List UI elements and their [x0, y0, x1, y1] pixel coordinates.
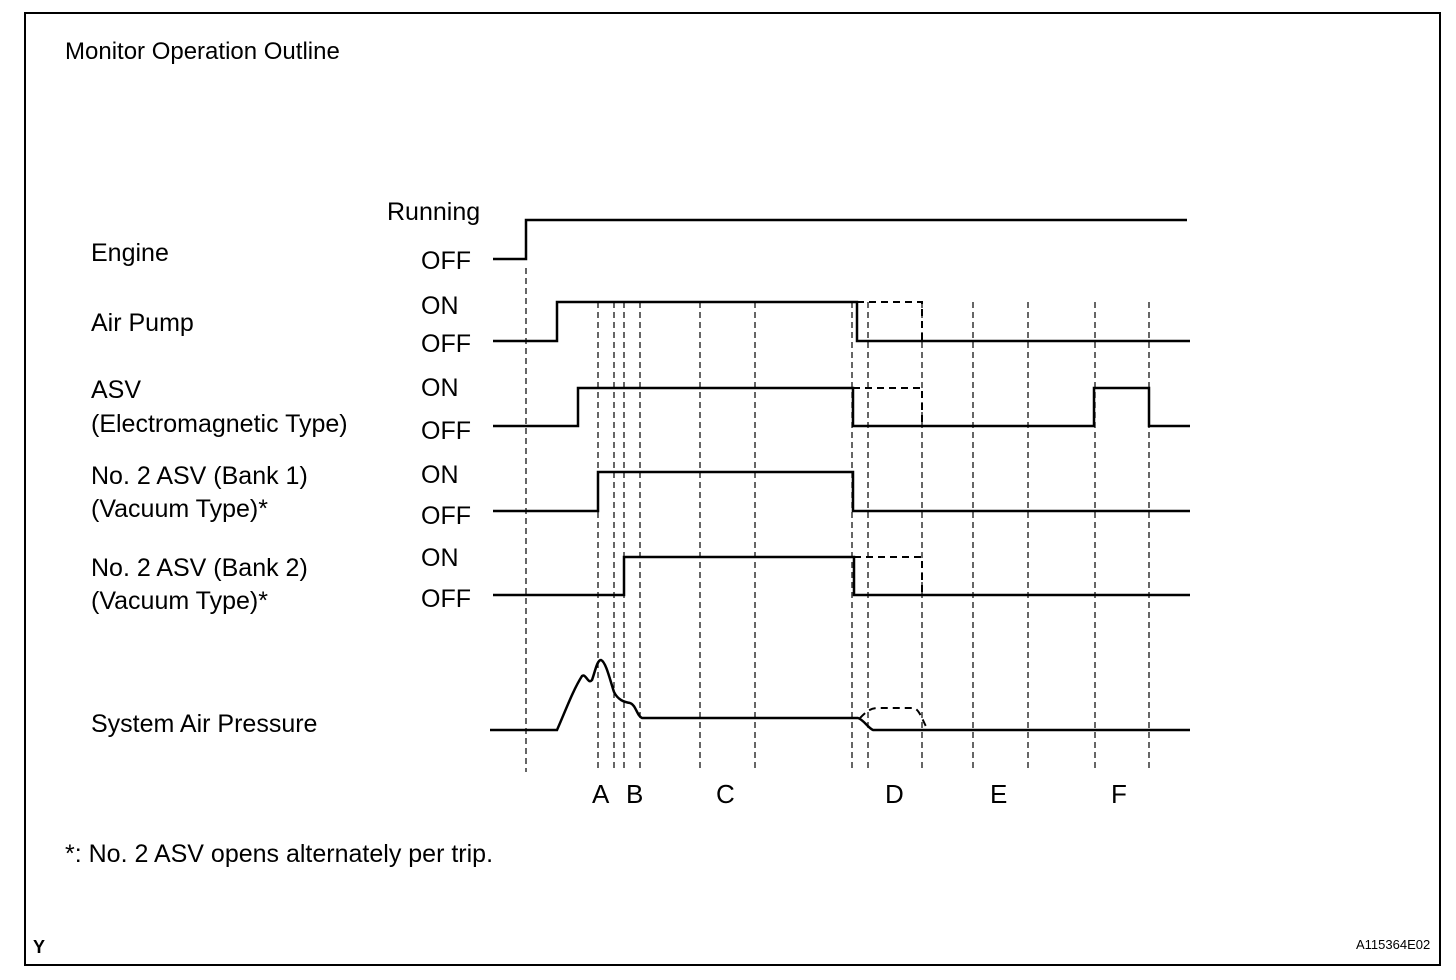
asv-bank1-low-state: OFF [421, 502, 471, 530]
asv-bank1-waveform [493, 470, 1190, 513]
system-air-pressure-waveform [490, 658, 1190, 732]
asv-high-state: ON [421, 374, 459, 402]
phase-marker-b: B [626, 779, 644, 809]
air-pump-low-state: OFF [421, 330, 471, 358]
air-pump-high-state: ON [421, 292, 459, 320]
figure-code: A115364E02 [1356, 937, 1431, 952]
asv-label-line1: ASV [91, 376, 142, 404]
diagram-title: Monitor Operation Outline [65, 38, 340, 65]
asv-bank1-label-line1: No. 2 ASV (Bank 1) [91, 462, 308, 490]
engine-waveform [493, 218, 1187, 261]
air-pump-label: Air Pump [91, 309, 194, 337]
asv-bank2-label-line2: (Vacuum Type)* [91, 587, 268, 615]
asv-bank2-high-state: ON [421, 544, 459, 572]
asv-waveform [493, 386, 1190, 428]
diagram-frame [24, 12, 1441, 966]
asv-bank2-label-line1: No. 2 ASV (Bank 2) [91, 554, 308, 582]
phase-guide-lines [525, 268, 1150, 772]
air-pump-waveform [493, 300, 1190, 343]
phase-marker-d: D [885, 779, 904, 809]
phase-marker-f: F [1111, 779, 1127, 809]
engine-low-state: OFF [421, 247, 471, 275]
alternate-paths [853, 301, 929, 731]
asv-bank2-waveform [493, 555, 1190, 597]
footnote: *: No. 2 ASV opens alternately per trip. [65, 840, 494, 868]
asv-bank1-high-state: ON [421, 461, 459, 489]
engine-high-state: Running [387, 198, 481, 226]
phase-marker-c: C [716, 779, 735, 809]
asv-label-line2: (Electromagnetic Type) [91, 410, 348, 438]
engine-label: Engine [91, 239, 169, 267]
asv-low-state: OFF [421, 417, 471, 445]
phase-marker-a: A [592, 779, 610, 809]
asv-bank2-low-state: OFF [421, 585, 471, 613]
system-air-pressure-label: System Air Pressure [91, 710, 318, 738]
asv-bank1-label-line2: (Vacuum Type)* [91, 495, 268, 523]
figure-id: Y [33, 937, 46, 957]
phase-marker-e: E [990, 779, 1008, 809]
